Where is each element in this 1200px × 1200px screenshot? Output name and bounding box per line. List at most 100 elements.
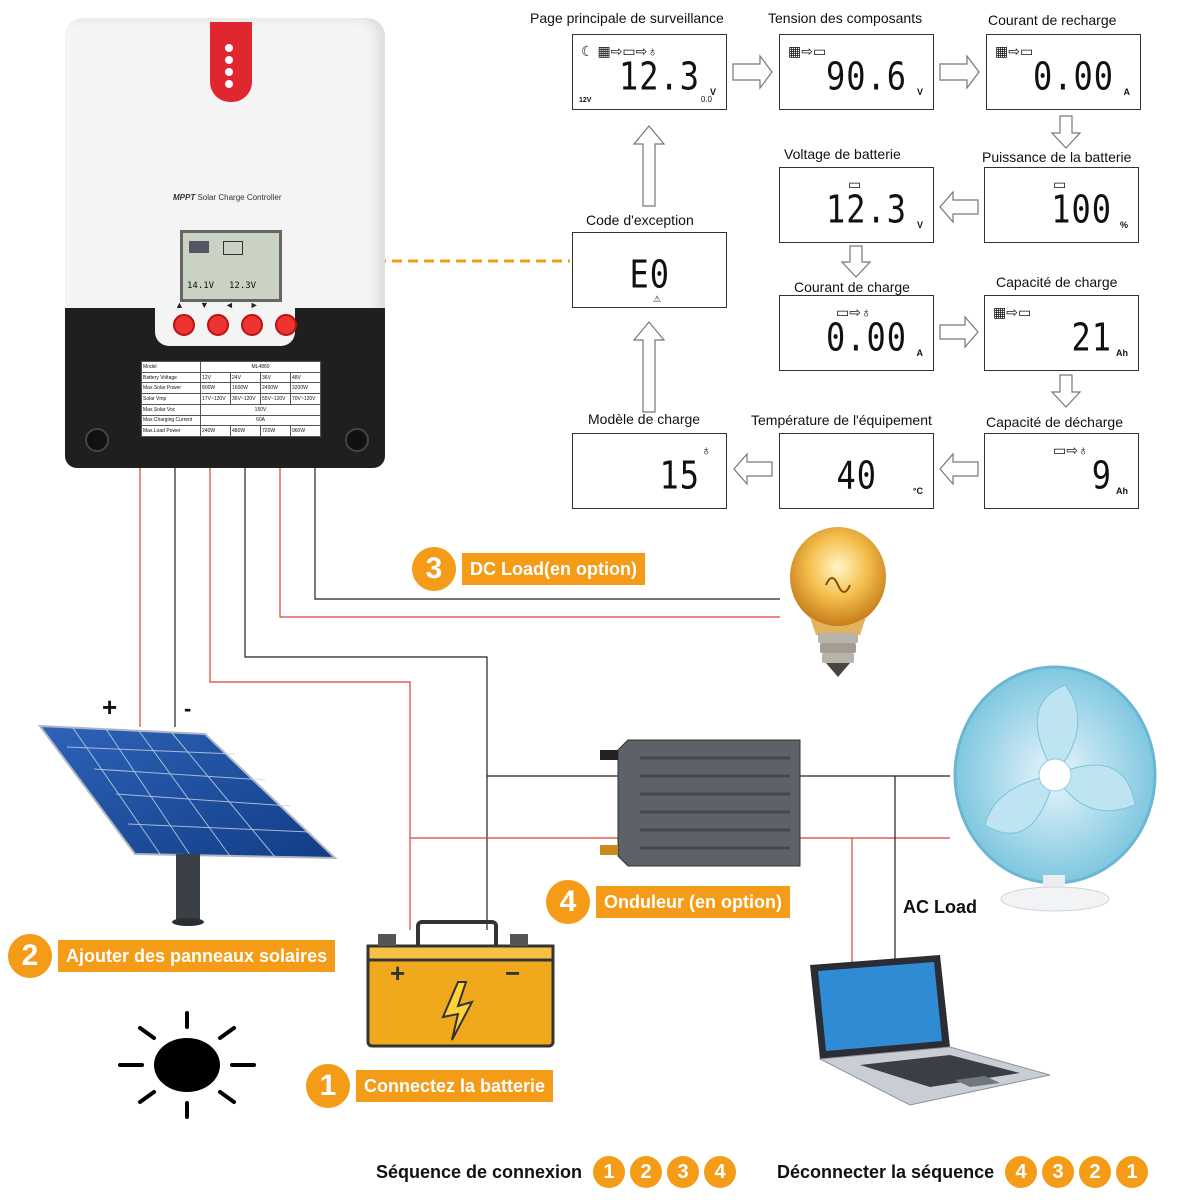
spec-cell: Max.Charging Current <box>140 414 202 427</box>
controller-brand: MPPT <box>173 193 196 202</box>
screen-charge-current: ▭⇨♁ 0.00 A <box>779 295 934 371</box>
screen-battery-voltage-value: 12.3 <box>825 186 907 232</box>
screen-comp-voltage: ▦⇨▭ 90.6 V <box>779 34 934 110</box>
arrow-down-3 <box>1050 374 1082 408</box>
desk-fan <box>953 665 1157 912</box>
disconnection-sequence-label: Déconnecter la séquence <box>777 1161 995 1182</box>
screen-discharge-capacity: ▭⇨♁ 9 Ah <box>984 433 1139 509</box>
key-up-button[interactable] <box>173 314 195 336</box>
controller-lcd-left: 14.1V <box>187 281 215 291</box>
arrow-left-3 <box>733 452 773 486</box>
screen-label-main: Page principale de surveillance <box>530 10 724 26</box>
spec-cell: Solar Vmp <box>140 393 202 405</box>
battery-minus-label: − <box>505 958 521 988</box>
spec-cell: 36V~120V <box>230 393 262 405</box>
controller-subtitle: Solar Charge Controller <box>197 193 282 202</box>
screen-recharge-current-value: 0.00 <box>1032 53 1114 99</box>
spec-cell: 150V <box>200 403 321 416</box>
badge-2-number: 2 <box>8 934 52 978</box>
arrow-up-1 <box>632 321 666 413</box>
wire-load-plus <box>279 468 780 618</box>
solar-battery-icon: ▦⇨▭ <box>993 304 1032 320</box>
spec-cell: 24V <box>230 371 262 384</box>
key-up-label: ▲ <box>175 300 184 310</box>
key-right-label: ► <box>249 300 259 310</box>
spec-header-model: Model <box>140 361 202 373</box>
key-left-button[interactable] <box>241 314 263 336</box>
spec-cell: Max.Load Power <box>140 425 202 437</box>
spec-cell: 17V~120V <box>200 393 232 405</box>
spec-cell: 36V <box>260 371 291 384</box>
screen-charge-capacity-value: 21 <box>1071 314 1112 360</box>
wire-battery-plus <box>209 468 411 930</box>
light-bulb <box>790 527 886 677</box>
screen-equipment-temp-value: 40 <box>836 452 877 498</box>
screen-main-tag2: 0.0 <box>700 95 712 104</box>
screen-equipment-temp-unit: °C <box>912 486 923 496</box>
screen-charge-model-value: 15 <box>659 452 700 498</box>
badge-solar-panels: 2 Ajouter des panneaux solaires <box>8 934 336 978</box>
screen-label-comp-voltage: Tension des composants <box>768 10 923 26</box>
spec-cell: 48V <box>290 371 321 384</box>
spec-cell: 800W <box>200 382 232 395</box>
wires <box>139 259 950 965</box>
spec-cell: 1600W <box>230 382 262 395</box>
key-right-button[interactable] <box>275 314 297 336</box>
disconnection-step: 4 <box>1005 1156 1038 1188</box>
spec-cell: 55V~120V <box>260 393 291 405</box>
badge-4-number: 4 <box>546 880 590 924</box>
arrow-right-2 <box>939 54 980 90</box>
inverter <box>600 739 801 867</box>
screen-discharge-capacity-value: 9 <box>1091 452 1112 498</box>
connection-step: 1 <box>593 1156 626 1188</box>
screen-exception: E0 ⚠ <box>572 232 727 308</box>
disconnection-step: 2 <box>1079 1156 1112 1188</box>
screen-comp-voltage-value: 90.6 <box>825 53 907 99</box>
spec-cell: 720W <box>260 425 291 437</box>
screen-label-recharge-current: Courant de recharge <box>988 12 1117 28</box>
solar-battery-icon: ▦⇨▭ <box>788 43 827 59</box>
battery-icon: ▭ <box>848 176 862 192</box>
screen-exception-value: E0 <box>629 251 670 297</box>
arrow-left-1 <box>939 190 979 224</box>
screen-main-tag: 12V <box>579 97 592 104</box>
wire-battery-minus <box>244 468 488 930</box>
warning-icon: ⚠ <box>653 294 662 304</box>
connection-step: 2 <box>630 1156 663 1188</box>
key-left-label: ◄ <box>224 300 234 310</box>
arrow-right-3 <box>939 315 979 349</box>
wire-load-minus <box>314 468 780 600</box>
battery-icon: ▭ <box>1053 176 1067 192</box>
screen-discharge-capacity-unit: Ah <box>1116 486 1128 496</box>
spec-cell: Max.Solar Voc <box>140 403 202 416</box>
badge-battery: 1 Connectez la batterie <box>306 1064 554 1108</box>
badge-4-label: Onduleur (en option) <box>596 886 790 918</box>
arrow-right-1 <box>732 54 773 90</box>
battery-load-icon: ▭⇨♁ <box>836 304 872 320</box>
badge-3-label: DC Load(en option) <box>462 553 645 585</box>
battery-plus-label: + <box>390 958 406 988</box>
disconnection-sequence: Déconnecter la séquence 4 3 2 1 <box>777 1156 1149 1188</box>
key-down-button[interactable] <box>207 314 229 336</box>
connection-step: 4 <box>704 1156 737 1188</box>
screen-label-charge-capacity: Capacité de charge <box>996 274 1118 290</box>
arrow-up-2 <box>632 125 666 207</box>
ac-load-label: AC Load <box>903 897 977 917</box>
screen-label-battery-voltage: Voltage de batterie <box>784 146 901 162</box>
badge-3-number: 3 <box>412 547 456 591</box>
arrow-down-1 <box>1050 115 1082 149</box>
solar-battery-load-icon: ☾ ▦⇨▭⇨♁ <box>581 43 658 59</box>
panel-minus-label: - <box>184 696 192 721</box>
connection-step: 3 <box>667 1156 700 1188</box>
screen-charge-capacity-unit: Ah <box>1116 348 1128 358</box>
screen-label-charge-model: Modèle de charge <box>588 411 701 427</box>
spec-cell: 60A <box>200 414 321 427</box>
charge-controller: MPPT Solar Charge Controller 14.1V 12.3V… <box>65 18 385 468</box>
screen-battery-voltage: ▭ 12.3 V <box>779 167 934 243</box>
screen-charge-model: ♁ 15 <box>572 433 727 509</box>
screen-charge-current-unit: A <box>916 348 924 358</box>
badge-1-number: 1 <box>306 1064 350 1108</box>
panel-plus-label: + <box>102 692 118 722</box>
